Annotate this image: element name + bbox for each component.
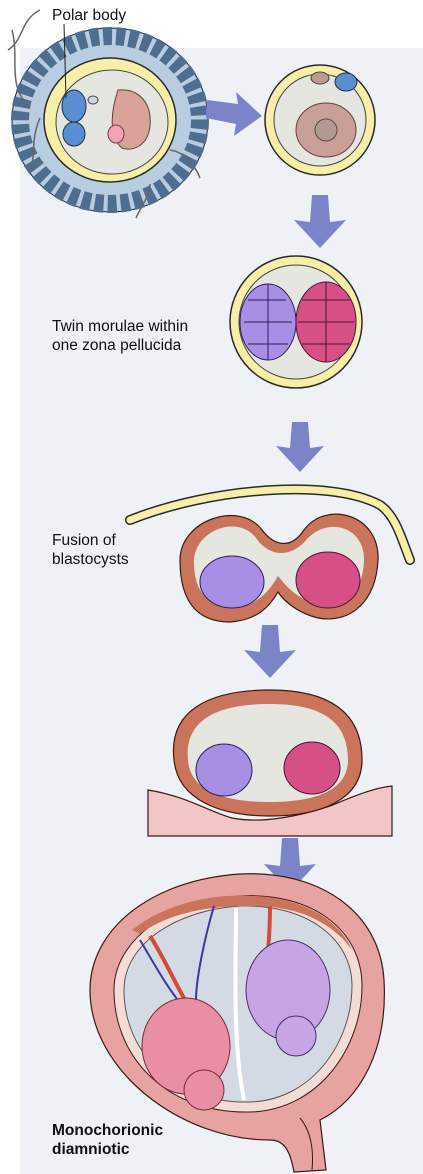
morulae-stage [230,256,362,388]
purple-inner-cell-mass [200,556,264,608]
left-fetus-head [184,1070,224,1110]
arrow-down-3 [244,625,296,678]
twin-morulae-label: Twin morulae within one zona pellucida [52,317,188,355]
fusion-label: Fusion of blastocysts [52,531,129,569]
zygote-nucleolus [315,119,337,141]
arrow-down-2 [276,422,324,472]
pink-embryoblast [284,742,340,794]
implantation-stage [148,690,392,836]
pink-inner-cell-mass [296,552,360,608]
right-fetus-head [276,1016,316,1056]
arrow-right [206,92,262,136]
fusion-stage [130,489,410,622]
polar-body-2 [63,122,85,146]
fertilization-stage [8,10,208,218]
male-pronucleus [108,125,124,143]
zygote-stage [265,65,375,175]
zygote-polar-body [311,72,329,84]
polar-body-label: Polar body [52,6,126,25]
sperm-head [88,96,98,104]
final-stage-label: Monochorionic diamniotic [52,1121,163,1159]
zygote-polar-body-2 [335,73,357,91]
arrow-down-1 [294,195,346,248]
purple-embryoblast [196,744,252,796]
